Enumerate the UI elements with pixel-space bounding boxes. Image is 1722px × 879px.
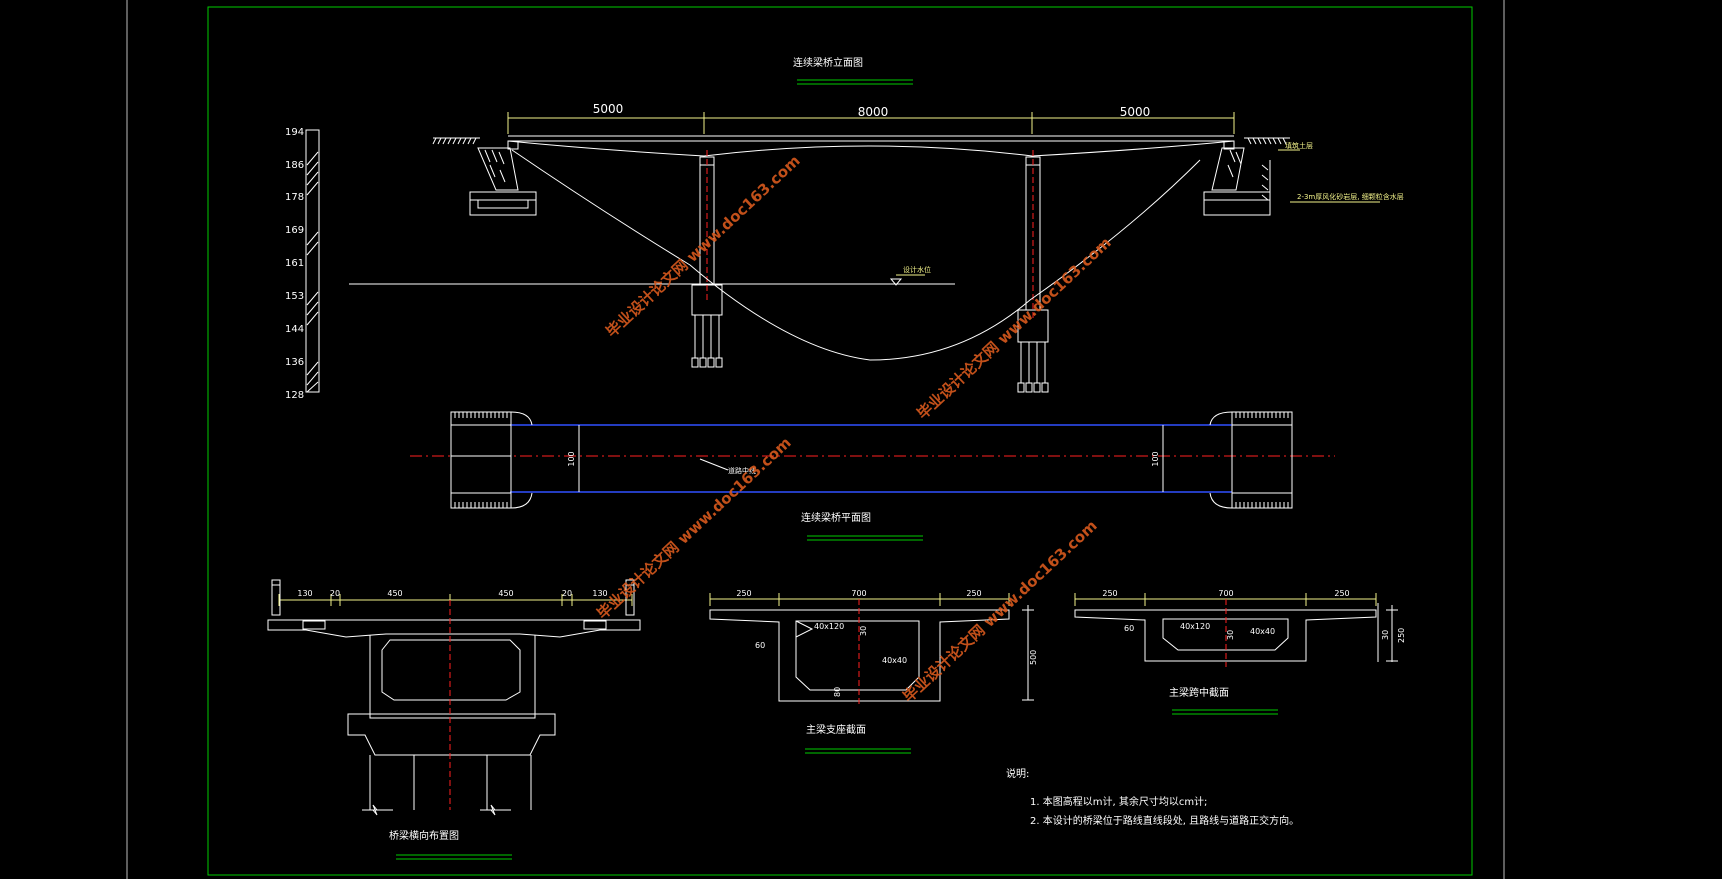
support-dim: 700 <box>851 589 866 598</box>
support-chamfer-top: 40x120 <box>814 622 844 631</box>
notes: 说明: 1. 本图高程以m计, 其余尺寸均以cm计; 2. 本设计的桥梁位于路线… <box>1006 767 1299 827</box>
scale-label: 186 <box>285 160 304 171</box>
midspan-chamfer-top: 40x120 <box>1180 622 1210 631</box>
span-label-1: 5000 <box>593 102 624 116</box>
right-pier <box>1017 156 1049 393</box>
midspan-chamfer-bottom: 40x40 <box>1250 627 1275 636</box>
plan-right-abutment <box>1209 411 1293 509</box>
midspan-slab: 30 <box>1226 630 1235 640</box>
midspan-section-title: 主梁跨中截面 <box>1169 686 1229 699</box>
support-height: 500 <box>1029 650 1038 665</box>
water-level-label: 设计水位 <box>903 265 931 274</box>
left-abutment <box>469 147 537 216</box>
watermarks: 毕业设计论文网 www.doc163.com 毕业设计论文网 www.doc16… <box>593 152 1114 706</box>
midspan-dim: 250 <box>1102 589 1117 598</box>
pier-dim: 130 <box>592 589 607 598</box>
plan-width-right: 100 <box>1151 451 1160 466</box>
support-top-slab: 30 <box>859 626 868 636</box>
plan-width-left: 100 <box>567 451 576 466</box>
scale-label: 136 <box>285 357 304 368</box>
support-chamfer-bottom: 40x40 <box>882 656 907 665</box>
right-abutment <box>1203 147 1271 216</box>
pier-dim: 20 <box>330 589 340 598</box>
pier-dim: 450 <box>387 589 402 598</box>
ground-left <box>432 137 480 145</box>
watermark-text: 毕业设计论文网 www.doc163.com <box>899 517 1100 706</box>
support-bottom-slab: 80 <box>833 687 842 697</box>
pier-dim: 130 <box>297 589 312 598</box>
watermark-text: 毕业设计论文网 www.doc163.com <box>602 152 803 341</box>
notes-line-2: 2. 本设计的桥梁位于路线直线段处, 且路线与道路正交方向。 <box>1030 814 1299 827</box>
midspan-web: 60 <box>1124 624 1134 633</box>
pier-section: 130 20 450 450 20 130 <box>267 579 641 860</box>
scale-label: 178 <box>285 192 304 203</box>
drawing-frame <box>126 0 1505 879</box>
support-dim: 250 <box>736 589 751 598</box>
span-dimensions <box>507 112 1235 134</box>
midspan-dim: 700 <box>1218 589 1233 598</box>
scale-label: 128 <box>285 390 304 401</box>
scale-label: 161 <box>285 258 304 269</box>
pier-section-title: 桥梁横向布置图 <box>389 829 459 842</box>
scale-label: 153 <box>285 291 304 302</box>
scale-label: 144 <box>285 324 304 335</box>
support-section: 250 700 250 40x120 40x40 60 30 80 500 主梁… <box>709 589 1038 754</box>
plan-left-abutment <box>450 411 533 509</box>
watermark-text: 毕业设计论文网 www.doc163.com <box>913 234 1114 423</box>
support-section-title: 主梁支座截面 <box>806 723 866 736</box>
ground-right <box>1244 137 1290 145</box>
support-dim: 250 <box>966 589 981 598</box>
support-web: 60 <box>755 641 765 650</box>
midspan-height: 250 <box>1397 628 1406 643</box>
midspan-slab-2: 30 <box>1381 630 1390 640</box>
elevation-scale <box>305 129 320 393</box>
midspan-section: 250 700 250 40x120 40x40 60 30 30 250 主梁… <box>1074 589 1406 715</box>
elevation-scale-labels: 194 186 178 169 161 153 144 136 128 <box>285 127 304 401</box>
notes-heading: 说明: <box>1006 767 1029 780</box>
span-label-3: 5000 <box>1120 105 1151 119</box>
notes-line-1: 1. 本图高程以m计, 其余尺寸均以cm计; <box>1030 795 1207 808</box>
plan-title: 连续梁桥平面图 <box>801 511 871 524</box>
soil-top-note: 填筑土层 <box>1285 141 1313 150</box>
pier-dim: 20 <box>562 589 572 598</box>
scale-label: 169 <box>285 225 304 236</box>
plan-view: 100 100 道路中线 连续梁桥平面图 <box>410 411 1335 541</box>
midspan-dim: 250 <box>1334 589 1349 598</box>
ground-profile <box>511 149 1201 361</box>
left-pier <box>691 156 723 368</box>
elevation-view: 连续梁桥立面图 5000 8000 5000 <box>285 56 1404 401</box>
elevation-title: 连续梁桥立面图 <box>793 56 863 69</box>
watermark-text: 毕业设计论文网 www.doc163.com <box>593 434 794 623</box>
bridge-deck <box>507 135 1235 157</box>
plan-centerline-label: 道路中线 <box>728 466 756 475</box>
soil-layer-note: 2-3m厚风化砂岩层, 细颗粒含水层 <box>1297 192 1404 201</box>
pier-dim: 450 <box>498 589 513 598</box>
span-label-2: 8000 <box>858 105 889 119</box>
scale-label: 194 <box>285 127 304 138</box>
